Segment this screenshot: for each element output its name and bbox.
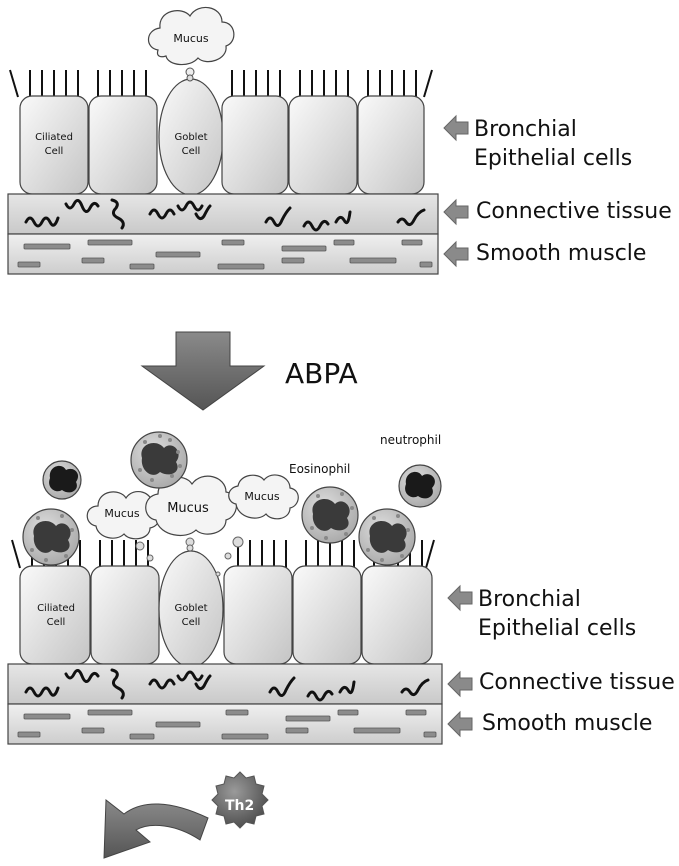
- mucus-label: Mucus: [167, 501, 209, 516]
- down-arrow: [140, 331, 266, 411]
- mucus-label: Mucus: [104, 507, 140, 520]
- mucus-cloud: [228, 474, 299, 520]
- connective-tissue-layer: [7, 663, 443, 705]
- eosinophil-cell: [130, 431, 188, 489]
- th2-label: Th2: [225, 798, 255, 814]
- epithelial-cell: [221, 95, 289, 195]
- abpa-airway: [7, 431, 473, 859]
- mucus-cloud: [145, 475, 238, 537]
- connective-fibers: [24, 668, 430, 702]
- epithelial-cell: [223, 565, 293, 665]
- connective-tissue-label: Connective tissue: [476, 199, 672, 224]
- epithelial-cell: [288, 95, 358, 195]
- smooth-muscle-label: Smooth muscle: [482, 711, 653, 736]
- cilia-top: [9, 69, 433, 98]
- connective-fibers: [24, 198, 426, 232]
- epithelial-cell: [88, 95, 158, 195]
- mucus-label: Mucus: [173, 32, 209, 45]
- connective-tissue-layer: [7, 193, 439, 235]
- pointer-arrows-top: [443, 114, 469, 268]
- eosinophil-cell: [22, 508, 80, 566]
- eosinophil-cell: [358, 508, 416, 566]
- eosinophil-label: Eosinophil: [289, 462, 351, 476]
- epithelial-label: Bronchial Epithelial cells: [478, 587, 637, 641]
- epithelial-cell: [357, 95, 425, 195]
- muscle-fibers: [17, 239, 433, 270]
- epithelial-label: Bronchial Epithelial cells: [474, 117, 633, 171]
- smooth-muscle-label: Smooth muscle: [476, 241, 647, 266]
- eosinophil-cell: [301, 486, 359, 544]
- epithelial-cell: [90, 565, 160, 665]
- muscle-fibers: [17, 709, 437, 740]
- th2-curved-arrow: [103, 799, 209, 859]
- pointer-arrows-bottom: [447, 584, 473, 738]
- epithelial-cell: [292, 565, 362, 665]
- abpa-label: ABPA: [285, 357, 358, 390]
- mucus-label: Mucus: [244, 490, 280, 503]
- epithelial-cell: [361, 565, 433, 665]
- normal-airway: [7, 6, 469, 275]
- mucus-cloud: [147, 6, 235, 66]
- connective-tissue-label: Connective tissue: [479, 670, 675, 695]
- neutrophil-cell: [398, 464, 442, 508]
- cilia-bottom: [11, 539, 435, 569]
- th2-cell: [211, 771, 269, 829]
- mucus-bubbles: [135, 536, 244, 577]
- neutrophil-label: neutrophil: [380, 433, 442, 447]
- mucus-droplet: [186, 74, 194, 82]
- neutrophil-cell: [42, 460, 82, 500]
